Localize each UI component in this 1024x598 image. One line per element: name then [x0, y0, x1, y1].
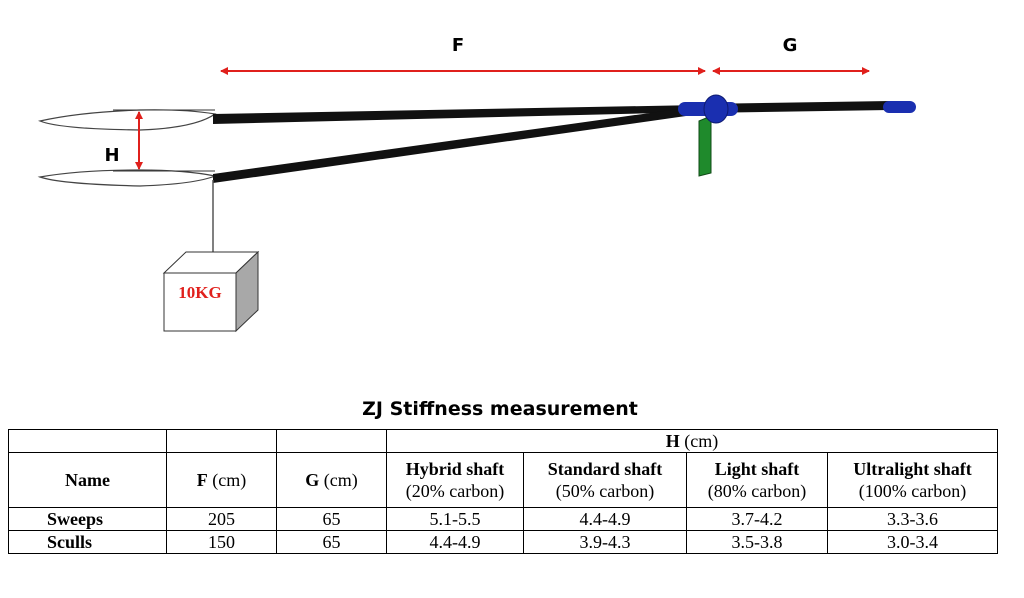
f-header: F (cm): [166, 452, 277, 508]
empty-header-cell: [8, 429, 167, 453]
row-h-ultralight: 3.3-3.6: [827, 507, 998, 531]
stiffness-table: H (cm) Name F (cm) G (cm) Hybrid shaft (…: [8, 429, 998, 554]
row-h-ultralight: 3.0-3.4: [827, 530, 998, 554]
shaft-carbon: (50% carbon): [555, 481, 655, 501]
empty-header-cell: [166, 429, 277, 453]
ultralight-shaft-header: Ultralight shaft (100% carbon): [827, 452, 998, 508]
standard-shaft-header: Standard shaft (50% carbon): [523, 452, 687, 508]
lower-blade: [37, 169, 218, 187]
shaft-name: Light shaft: [714, 459, 800, 479]
row-h-light: 3.7-4.2: [686, 507, 828, 531]
f-header-name: F: [196, 470, 208, 490]
row-h-light: 3.5-3.8: [686, 530, 828, 554]
shaft-name: Standard shaft: [547, 459, 663, 479]
g-header: G (cm): [276, 452, 387, 508]
row-h-hybrid: 5.1-5.5: [386, 507, 524, 531]
table-row: Sweeps 205 65 5.1-5.5 4.4-4.9 3.7-4.2 3.…: [8, 507, 998, 531]
light-shaft-header: Light shaft (80% carbon): [686, 452, 828, 508]
h-group-header: H (cm): [386, 429, 998, 453]
row-name: Sculls: [8, 530, 167, 554]
row-f-value: 150: [166, 530, 277, 554]
g-header-name: G: [305, 470, 320, 490]
oar-stiffness-diagram: F G H 10KG: [37, 35, 916, 333]
g-dimension-label: G: [783, 35, 798, 56]
h-group-name: H: [665, 431, 680, 451]
hybrid-shaft-header: Hybrid shaft (20% carbon): [386, 452, 524, 508]
h-group-unit: (cm): [684, 431, 719, 451]
row-g-value: 65: [276, 530, 387, 554]
shaft-carbon: (20% carbon): [405, 481, 505, 501]
weight-box: [162, 250, 260, 333]
empty-header-cell: [276, 429, 387, 453]
handle-shaft: [700, 101, 890, 113]
f-header-unit: (cm): [212, 470, 247, 490]
unloaded-shaft: [213, 105, 700, 124]
loaded-shaft: [213, 106, 700, 183]
handle-grip: [883, 101, 916, 113]
shaft-name: Ultralight shaft: [853, 459, 972, 479]
header-row-group: H (cm): [8, 429, 998, 453]
g-header-unit: (cm): [323, 470, 358, 490]
support-block: [698, 115, 712, 177]
table-title: ZJ Stiffness measurement: [362, 398, 638, 420]
row-h-standard: 3.9-4.3: [523, 530, 687, 554]
shaft-name: Hybrid shaft: [405, 459, 505, 479]
weight-label: 10KG: [178, 283, 221, 302]
f-dimension-label: F: [452, 35, 464, 56]
h-dimension-label: H: [104, 145, 119, 166]
shaft-carbon: (100% carbon): [858, 481, 967, 501]
table-row: Sculls 150 65 4.4-4.9 3.9-4.3 3.5-3.8 3.…: [8, 530, 998, 554]
shaft-carbon: (80% carbon): [707, 481, 807, 501]
upper-blade: [37, 109, 217, 131]
row-f-value: 205: [166, 507, 277, 531]
row-h-hybrid: 4.4-4.9: [386, 530, 524, 554]
row-g-value: 65: [276, 507, 387, 531]
collar-button: [703, 94, 729, 124]
header-row-columns: Name F (cm) G (cm) Hybrid shaft (20% car…: [8, 452, 998, 508]
row-name: Sweeps: [8, 507, 167, 531]
row-h-standard: 4.4-4.9: [523, 507, 687, 531]
name-header: Name: [8, 452, 167, 508]
